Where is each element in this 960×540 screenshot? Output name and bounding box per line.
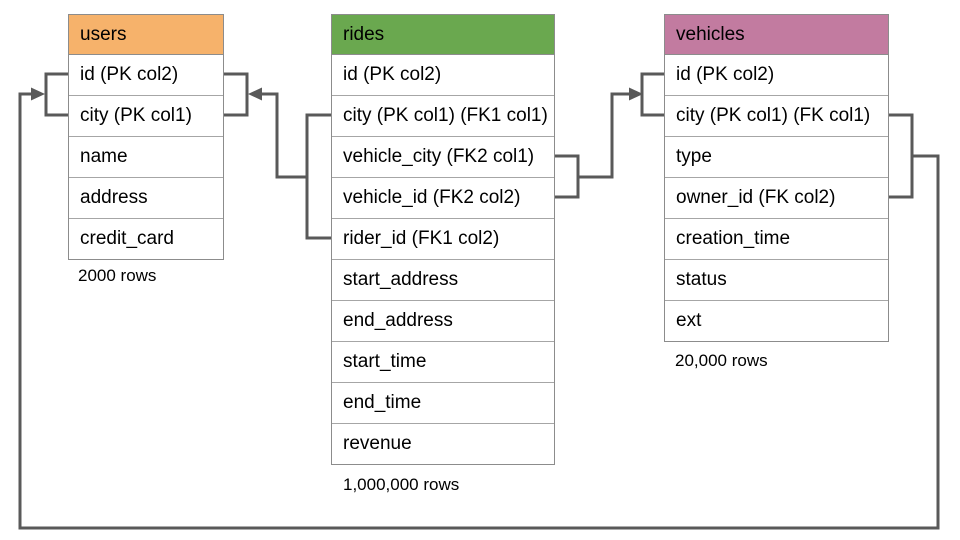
table-vehicles-column-id: id (PK col2) [665, 55, 888, 96]
table-users-column-address: address [69, 178, 223, 219]
table-rides: rides id (PK col2) city (PK col1) (FK1 c… [331, 14, 555, 465]
table-rides-title: rides [332, 15, 554, 55]
table-vehicles-column-creation-time: creation_time [665, 219, 888, 260]
table-rides-column-city: city (PK col1) (FK1 col1) [332, 96, 554, 137]
table-rides-column-end-time: end_time [332, 383, 554, 424]
table-users-title: users [69, 15, 223, 55]
table-rides-rowcount: 1,000,000 rows [343, 475, 460, 494]
table-rides-column-revenue: revenue [332, 424, 554, 464]
table-vehicles-column-city: city (PK col1) (FK col1) [665, 96, 888, 137]
table-vehicles-column-owner-id: owner_id (FK col2) [665, 178, 888, 219]
table-vehicles: vehicles id (PK col2) city (PK col1) (FK… [664, 14, 889, 342]
table-rides-column-start-address: start_address [332, 260, 554, 301]
table-vehicles-rowcount: 20,000 rows [675, 351, 768, 370]
table-users-column-name: name [69, 137, 223, 178]
table-vehicles-column-status: status [665, 260, 888, 301]
table-rides-column-vehicle-city: vehicle_city (FK2 col1) [332, 137, 554, 178]
table-vehicles-column-ext: ext [665, 301, 888, 341]
table-rides-column-end-address: end_address [332, 301, 554, 342]
rides-to-vehicles-link [578, 92, 630, 179]
rides-to-users-arrowhead [248, 87, 262, 101]
vehicles-right-bracket [887, 113, 914, 199]
table-users: users id (PK col2) city (PK col1) name a… [68, 14, 224, 260]
table-users-rowcount: 2000 rows [78, 266, 157, 285]
rides-to-vehicles-arrowhead [629, 87, 643, 101]
rides-to-users-link [261, 92, 307, 179]
table-rides-column-id: id (PK col2) [332, 55, 554, 96]
table-users-column-credit-card: credit_card [69, 219, 223, 259]
table-users-column-city: city (PK col1) [69, 96, 223, 137]
vehicles-left-bracket [640, 72, 664, 117]
table-vehicles-title: vehicles [665, 15, 888, 55]
vehicles-to-users-arrowhead [31, 87, 45, 101]
table-rides-column-vehicle-id: vehicle_id (FK2 col2) [332, 178, 554, 219]
vehicles-to-users-loop-link [18, 92, 940, 530]
users-right-bracket [222, 72, 249, 117]
table-vehicles-column-type: type [665, 137, 888, 178]
table-users-column-id: id (PK col2) [69, 55, 223, 96]
table-rides-column-rider-id: rider_id (FK1 col2) [332, 219, 554, 260]
table-rides-column-start-time: start_time [332, 342, 554, 383]
rides-left-bracket [305, 113, 331, 240]
users-left-bracket [44, 72, 68, 117]
rides-right-bracket [553, 154, 580, 199]
